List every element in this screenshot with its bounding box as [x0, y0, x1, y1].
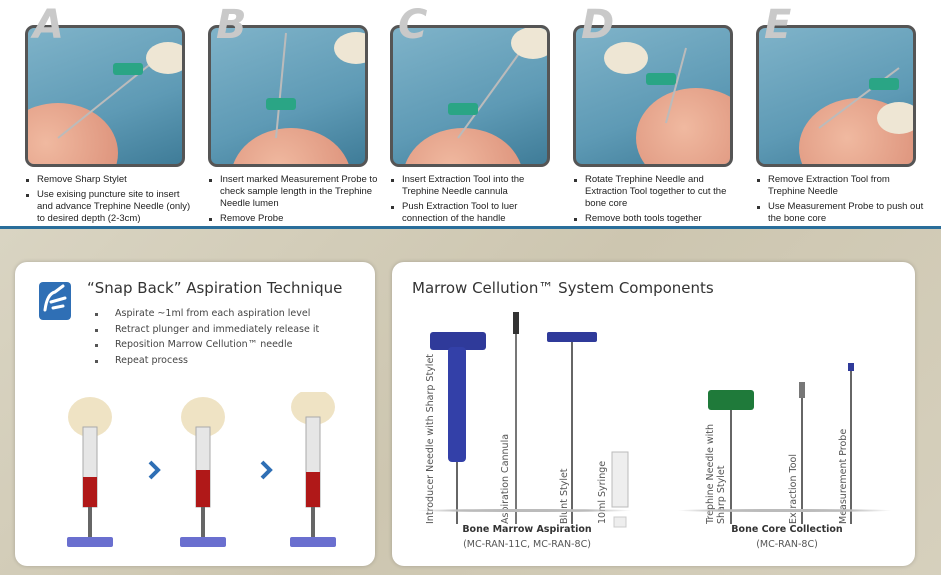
list-item: Insert Extraction Tool into the Trephine…: [390, 174, 562, 198]
snapback-panel: “Snap Back” Aspiration Technique Aspirat…: [15, 262, 375, 566]
introducer-needle: [430, 332, 486, 524]
trephine-needle: [708, 390, 754, 524]
list-item: Use exising puncture site to insert and …: [25, 189, 197, 225]
components-illustration: [430, 312, 854, 528]
list-item: Push Extraction Tool to luer connection …: [390, 201, 562, 225]
step-c: C Insert Extraction Tool into the Trephi…: [390, 3, 562, 228]
shadow: [677, 509, 892, 512]
step-bullets: Remove Extraction Tool from Trephine Nee…: [756, 174, 928, 225]
list-item: Remove Probe: [208, 213, 380, 225]
components-panel: Marrow Cellution™ System Components Intr…: [392, 262, 915, 566]
list-item: Retract plunger and immediately release …: [89, 322, 319, 338]
step-photo: [25, 25, 185, 167]
snapback-bullets: Aspirate ~1ml from each aspiration level…: [89, 306, 319, 368]
group-bone-marrow-aspiration: Bone Marrow Aspiration (MC-RAN-11C, MC-R…: [412, 524, 642, 550]
label-syringe: 10ml Syringe: [597, 460, 608, 524]
list-item: Remove both tools together: [573, 213, 745, 225]
snap-hand-icon: [39, 282, 71, 320]
group-bone-core-collection: Bone Core Collection (MC-RAN-8C): [672, 524, 902, 550]
syringe-step-3: [290, 392, 336, 547]
step-photo: [573, 25, 733, 167]
step-photo: [208, 25, 368, 167]
label-blunt-stylet: Blunt Stylet: [559, 468, 570, 524]
label-trephine-needle: Trephine Needle with Sharp Stylet: [705, 423, 727, 524]
group-codes: (MC-RAN-8C): [756, 539, 818, 550]
list-item: Use Measurement Probe to push out the bo…: [756, 201, 928, 225]
chevron-right-icon: [260, 460, 273, 480]
list-item: Remove Extraction Tool from Trephine Nee…: [756, 174, 928, 198]
step-b: B Insert marked Measurement Probe to che…: [208, 3, 380, 228]
group-name: Bone Core Collection: [731, 524, 843, 535]
extraction-tool: [799, 382, 805, 524]
list-item: Repeat process: [89, 353, 319, 369]
components-title: Marrow Cellution™ System Components: [412, 279, 714, 297]
syringe: [611, 451, 629, 528]
blunt-stylet: [547, 332, 597, 524]
section-divider: [0, 226, 941, 229]
label-extraction-tool: Extraction Tool: [788, 454, 799, 524]
chevron-right-icon: [148, 460, 161, 480]
step-photo: [390, 25, 550, 167]
snapback-title: “Snap Back” Aspiration Technique: [87, 279, 343, 297]
step-photo: [756, 25, 916, 167]
list-item: Rotate Trephine Needle and Extraction To…: [573, 174, 745, 210]
bottom-section: “Snap Back” Aspiration Technique Aspirat…: [0, 229, 941, 575]
measurement-probe: [848, 363, 854, 524]
step-bullets: Insert Extraction Tool into the Trephine…: [390, 174, 562, 225]
list-item: Insert marked Measurement Probe to check…: [208, 174, 380, 210]
aspiration-cannula: [513, 312, 519, 524]
step-d: D Rotate Trephine Needle and Extraction …: [573, 3, 745, 228]
syringe-step-1: [67, 397, 113, 547]
snapback-illustration: [67, 392, 336, 547]
list-item: Reposition Marrow Cellution™ needle: [89, 337, 319, 353]
list-item: Aspirate ~1ml from each aspiration level: [89, 306, 319, 322]
list-item: Remove Sharp Stylet: [25, 174, 197, 186]
step-bullets: Rotate Trephine Needle and Extraction To…: [573, 174, 745, 225]
shadow: [417, 509, 632, 512]
group-name: Bone Marrow Aspiration: [462, 524, 592, 535]
label-introducer-needle: Introducer Needle with Sharp Stylet: [425, 353, 436, 524]
step-bullets: Insert marked Measurement Probe to check…: [208, 174, 380, 225]
syringe-step-2: [180, 397, 226, 547]
group-codes: (MC-RAN-11C, MC-RAN-8C): [463, 539, 591, 550]
step-e: E Remove Extraction Tool from Trephine N…: [756, 3, 928, 228]
